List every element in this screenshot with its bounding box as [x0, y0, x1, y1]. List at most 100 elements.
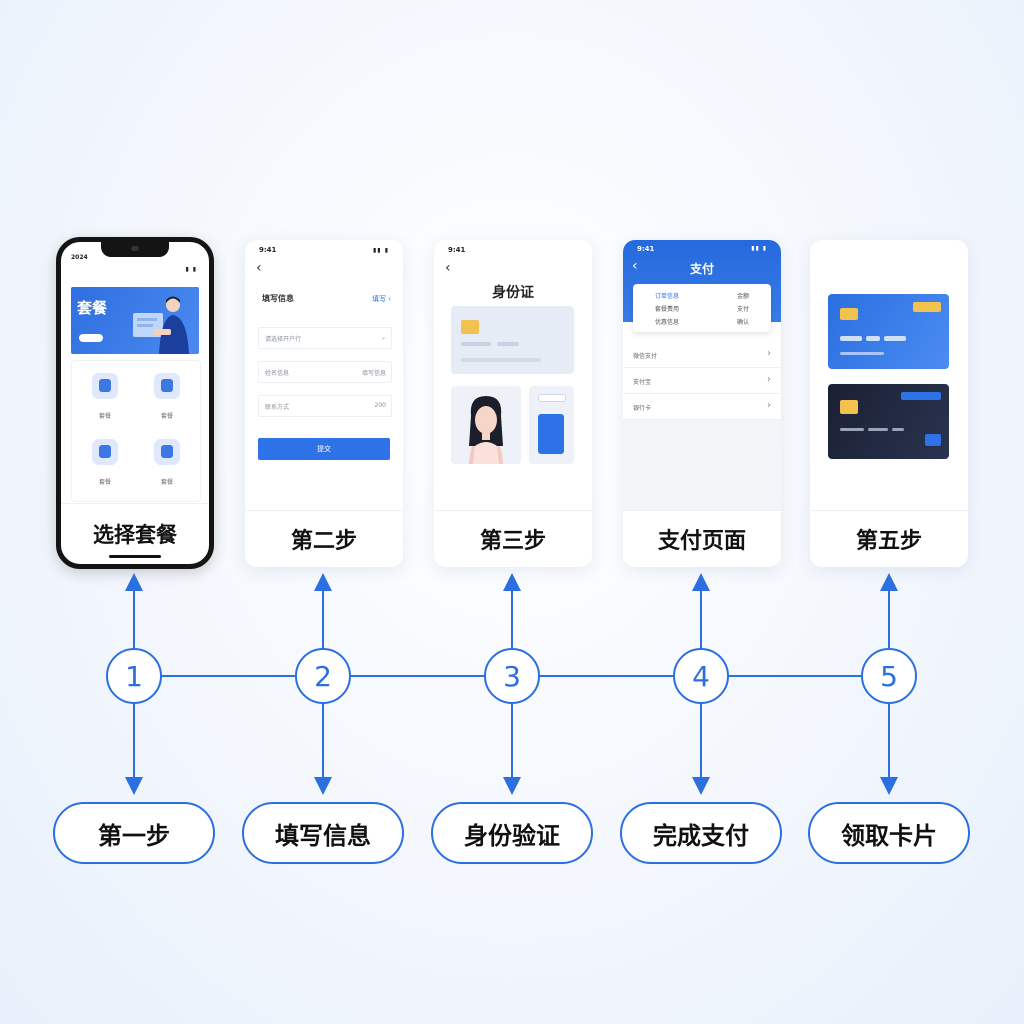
card-brand-icon [925, 434, 941, 446]
step-number-3[interactable]: 3 [484, 648, 540, 704]
card-logo [901, 392, 941, 400]
payment-option-wechat[interactable]: 微信支付 › [623, 343, 781, 368]
placeholder-line [866, 336, 880, 341]
placeholder-line [497, 342, 519, 346]
home-indicator [109, 555, 161, 558]
placeholder-line [884, 336, 906, 341]
package-icon [154, 373, 180, 399]
placeholder-line [840, 352, 884, 355]
package-item[interactable]: 套餐 [142, 435, 192, 495]
package-grid: 套餐 套餐 套餐 套餐 [71, 360, 201, 502]
screen-payment[interactable]: 9:41 ▮▮ ▮ ‹ 支付 订单信息 金额 套餐费用 支付 优惠信息 确认 微… [623, 240, 781, 567]
name-field[interactable]: 姓名信息 填写信息 [258, 361, 392, 383]
summary-left: 优惠信息 [655, 319, 680, 326]
screen-caption: 第五步 [810, 510, 968, 567]
status-time: 9:41 [448, 246, 466, 254]
package-icon [92, 439, 118, 465]
back-icon[interactable]: ‹ [445, 260, 451, 276]
placeholder-line [892, 428, 904, 431]
card-logo [913, 302, 941, 312]
chevron-right-icon: › [767, 348, 771, 359]
field-label: 姓名信息 [265, 370, 290, 377]
summary-left: 套餐费用 [655, 306, 680, 313]
face-photo[interactable] [451, 386, 521, 464]
summary-right: 金额 [736, 293, 749, 300]
chevron-right-icon: › [767, 400, 771, 411]
card-chip-icon [461, 320, 479, 334]
promo-banner[interactable]: 套餐 [71, 287, 199, 354]
payment-option-label: 微信支付 [633, 353, 658, 360]
package-label: 套餐 [160, 413, 173, 420]
status-time: 9:41 [259, 246, 277, 254]
card-chip-icon [840, 400, 858, 414]
phone-notch [101, 242, 169, 257]
signal-icon: ▮ ▮ [185, 266, 197, 273]
package-label: 套餐 [98, 413, 111, 420]
package-label: 套餐 [160, 479, 173, 486]
step-label-2[interactable]: 填写信息 [242, 802, 404, 864]
bank-card-dark[interactable] [828, 384, 949, 459]
back-icon[interactable]: ‹ [632, 258, 638, 274]
status-time: 2024 [71, 254, 88, 261]
person-avatar-icon [469, 396, 503, 464]
screen-receive-card[interactable]: 第五步 [810, 240, 968, 567]
payment-option-label: 银行卡 [633, 405, 652, 412]
signal-icon: ▮▮ ▮ [373, 247, 389, 254]
package-label: 套餐 [98, 479, 111, 486]
status-time: 9:41 [637, 245, 655, 253]
payment-option-alipay[interactable]: 支付宝 › [623, 369, 781, 394]
step-number-5[interactable]: 5 [861, 648, 917, 704]
screen-caption: 支付页面 [623, 510, 781, 567]
placeholder-line [461, 358, 541, 362]
screen-fill-info[interactable]: 9:41 ▮▮ ▮ ‹ 填写信息 填写 › 请选择开户行 ⌄ 姓名信息 填写信息… [245, 240, 403, 567]
summary-left: 订单信息 [655, 293, 680, 300]
signal-icon: ▮▮ ▮ [751, 245, 767, 252]
step-label-4[interactable]: 完成支付 [620, 802, 782, 864]
id-card-front[interactable] [451, 306, 574, 374]
step-label-5[interactable]: 领取卡片 [808, 802, 970, 864]
id-card-back[interactable] [529, 386, 574, 464]
banner-button[interactable] [79, 334, 103, 342]
screen-id-verify[interactable]: 9:41 ‹ 身份证 第三步 [434, 240, 592, 567]
field-label: 请选择开户行 [265, 336, 302, 343]
field-label: 联系方式 [265, 404, 290, 411]
placeholder-line [840, 428, 864, 431]
status-bar: 9:41 ▮▮ ▮ [259, 246, 389, 256]
summary-right: 支付 [736, 306, 749, 313]
package-item[interactable]: 套餐 [80, 435, 130, 495]
package-item[interactable]: 套餐 [80, 369, 130, 429]
field-value: 200 [374, 402, 386, 409]
card-chip-icon [840, 308, 858, 320]
screen-caption: 第三步 [434, 510, 592, 567]
form-header-link[interactable]: 填写 › [371, 295, 391, 303]
chevron-right-icon: › [767, 374, 771, 385]
bank-card-blue[interactable] [828, 294, 949, 369]
payment-option-label: 支付宝 [633, 379, 652, 386]
field-value: 填写信息 [361, 370, 386, 377]
status-bar: 9:41 [448, 246, 578, 256]
payment-option-card[interactable]: 银行卡 › [623, 395, 781, 420]
submit-button[interactable]: 提交 [258, 438, 390, 460]
package-icon [154, 439, 180, 465]
chevron-down-icon: ⌄ [380, 334, 386, 341]
person-illustration-icon [133, 296, 189, 354]
placeholder-bar [538, 394, 566, 402]
package-item[interactable]: 套餐 [142, 369, 192, 429]
payment-empty-area [623, 420, 781, 511]
step-label-3[interactable]: 身份验证 [431, 802, 593, 864]
step-label-1[interactable]: 第一步 [53, 802, 215, 864]
contact-field[interactable]: 联系方式 200 [258, 395, 392, 417]
summary-right: 确认 [736, 319, 749, 326]
back-icon[interactable]: ‹ [256, 260, 262, 276]
screen-choose-package[interactable]: 2024 ▮ ▮ 套餐 套餐 套餐 套餐 套餐 [56, 237, 214, 569]
step-number-1[interactable]: 1 [106, 648, 162, 704]
screen-title: 支付 [689, 262, 714, 276]
screen-caption: 第二步 [245, 510, 403, 567]
step-number-2[interactable]: 2 [295, 648, 351, 704]
step-number-4[interactable]: 4 [673, 648, 729, 704]
form-title: 填写信息 [262, 294, 294, 303]
phone-icon [538, 414, 564, 454]
order-summary: 订单信息 金额 套餐费用 支付 优惠信息 确认 [633, 284, 771, 332]
bank-select-field[interactable]: 请选择开户行 ⌄ [258, 327, 392, 349]
